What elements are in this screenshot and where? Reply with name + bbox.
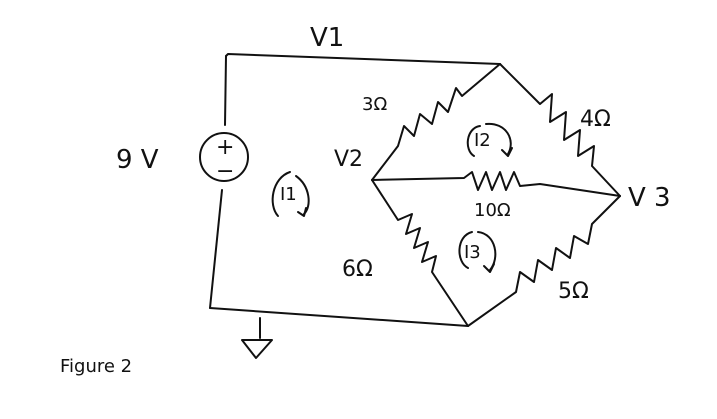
- voltage-source-circle: [199, 132, 249, 182]
- source-minus-sign: −: [216, 159, 234, 184]
- resistor-label-3-ohm: 3Ω: [362, 94, 387, 115]
- loop-i2-label: I2: [474, 130, 491, 151]
- loop-current-i3: I3: [458, 231, 497, 273]
- resistor-4-ohm: [499, 63, 621, 197]
- resistor-6-ohm: [371, 179, 469, 327]
- loop-i3-arc: [458, 231, 473, 269]
- loop-i1-arc: [271, 171, 291, 217]
- left-wire-upper: [224, 55, 227, 126]
- node-label-v1: V1: [310, 23, 344, 53]
- node-label-v2: V2: [334, 147, 363, 172]
- loop-current-i2: I2: [466, 122, 513, 157]
- voltage-source: + −: [199, 132, 249, 184]
- loop-i3-label: I3: [464, 242, 481, 263]
- top-wire: [225, 53, 501, 65]
- loop-current-i1: I1: [271, 171, 310, 217]
- left-wire-lower: [209, 189, 223, 309]
- node-label-v3: V 3: [628, 183, 671, 213]
- loop-i2-arc: [466, 125, 481, 157]
- ground-triangle: [241, 339, 273, 359]
- resistor-10-ohm: [371, 171, 621, 197]
- loop-i1-arrowhead: [297, 207, 307, 217]
- resistor-3-ohm: [371, 63, 501, 181]
- source-voltage-label: 9 V: [116, 145, 159, 175]
- loop-i2-arrowhead: [501, 147, 513, 157]
- resistor-label-5-ohm: 5Ω: [558, 279, 589, 304]
- source-plus-sign: +: [216, 135, 234, 160]
- resistor-label-10-ohm: 10Ω: [474, 200, 511, 221]
- figure-caption: Figure 2: [60, 356, 132, 377]
- resistor-5-ohm: [467, 195, 621, 327]
- bottom-wire: [209, 307, 469, 327]
- loop-i2-arc-right: [485, 122, 512, 155]
- resistor-label-6-ohm: 6Ω: [342, 257, 373, 282]
- loop-i1-label: I1: [280, 184, 297, 205]
- loop-i3-arrowhead: [483, 263, 495, 273]
- ground-symbol: [241, 317, 273, 359]
- resistor-label-4-ohm: 4Ω: [580, 107, 611, 132]
